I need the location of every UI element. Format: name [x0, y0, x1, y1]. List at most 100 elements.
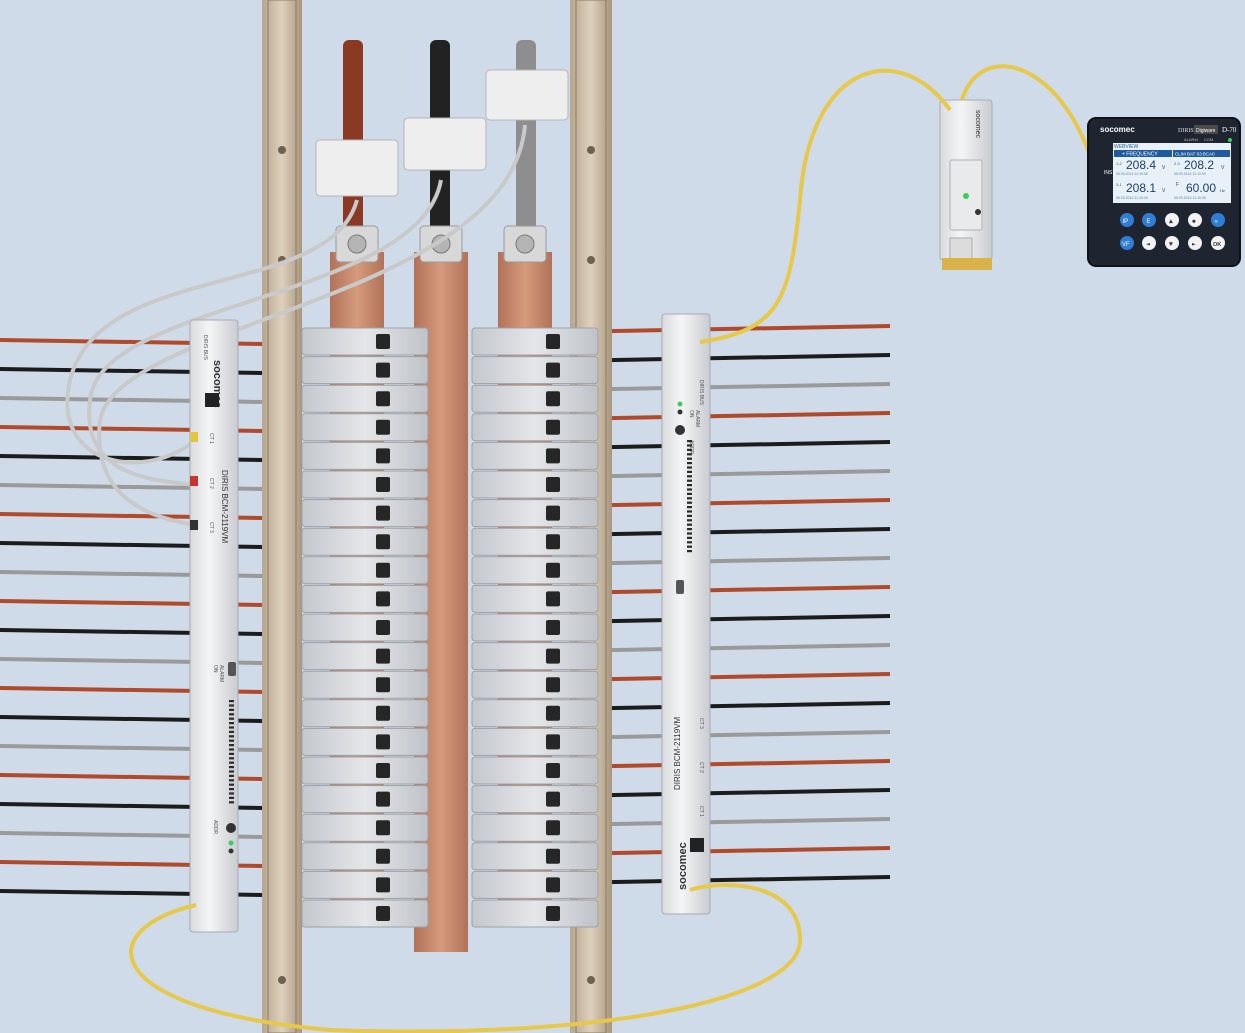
bcm-module-right-body: [661, 313, 711, 915]
led-segment: [229, 796, 234, 799]
breaker-toggle[interactable]: [546, 534, 560, 550]
led-segment: [229, 708, 234, 711]
breaker-toggle[interactable]: [546, 591, 560, 607]
breaker-toggle[interactable]: [376, 362, 390, 378]
circuit-breaker: [301, 441, 429, 470]
led-segment: [687, 541, 692, 544]
key-left[interactable]: [1142, 236, 1156, 250]
breaker-toggle[interactable]: [546, 477, 560, 492]
breaker-stacks: [301, 327, 599, 928]
breaker-toggle[interactable]: [546, 419, 560, 435]
led-segment: [687, 462, 692, 465]
breaker-toggle[interactable]: [546, 334, 560, 349]
breaker-toggle[interactable]: [376, 648, 390, 664]
circuit-breaker: [471, 727, 599, 756]
led-segment: [229, 779, 234, 782]
circuit-breaker: [471, 613, 599, 642]
breaker-toggle[interactable]: [546, 820, 560, 836]
support-rail-left: [262, 0, 302, 1033]
address-switch[interactable]: [226, 823, 236, 833]
circuit-breaker: [471, 499, 599, 528]
breaker-toggle[interactable]: [376, 877, 390, 893]
wire-right: [559, 875, 891, 885]
breaker-toggle[interactable]: [376, 763, 390, 778]
wire-right: [559, 817, 891, 827]
circuit-breaker: [471, 556, 599, 585]
led-segment: [687, 475, 692, 478]
key-e[interactable]: [1142, 213, 1156, 227]
circuit-breaker: [301, 413, 429, 442]
key-right[interactable]: [1188, 236, 1202, 250]
led-segment: [687, 484, 692, 487]
key-next[interactable]: [1211, 213, 1225, 227]
breaker-toggle[interactable]: [376, 906, 390, 921]
breaker-toggle[interactable]: [546, 648, 560, 664]
bcm-right-brand: socomec: [677, 842, 689, 890]
tab-clim-bat[interactable]: [1173, 150, 1230, 157]
ct-connector-3: [190, 520, 198, 530]
breaker-toggle[interactable]: [376, 477, 390, 492]
key-diamond[interactable]: [1188, 213, 1202, 227]
led-segment: [687, 545, 692, 548]
breaker-toggle[interactable]: [546, 877, 560, 893]
rail-hole: [587, 256, 595, 264]
breaker-toggle[interactable]: [546, 763, 560, 778]
breaker-toggle[interactable]: [546, 906, 560, 921]
key-ok[interactable]: [1211, 236, 1225, 250]
led-alarm: [228, 848, 234, 854]
circuit-breaker: [301, 527, 429, 556]
breaker-toggle[interactable]: [376, 620, 390, 635]
breaker-toggle[interactable]: [376, 562, 390, 578]
breaker-toggle[interactable]: [376, 419, 390, 435]
d70-webview: WEBVIEW: [1114, 144, 1138, 150]
key-ip[interactable]: [1120, 213, 1134, 227]
breaker-toggle[interactable]: [376, 791, 390, 807]
breaker-toggle[interactable]: [376, 848, 390, 864]
address-switch[interactable]: [675, 425, 685, 435]
circuit-breaker: [301, 642, 429, 671]
key-left-label: ◄: [1146, 242, 1150, 248]
breaker-toggle[interactable]: [376, 448, 390, 464]
key-vf[interactable]: [1120, 236, 1134, 250]
key-vf-label: VF: [1122, 242, 1130, 248]
wire-right: [559, 614, 891, 624]
support-rail-left-edge: [267, 0, 297, 1033]
breaker-toggle[interactable]: [546, 848, 560, 864]
breaker-toggle[interactable]: [376, 677, 390, 693]
tab-frequency[interactable]: [1114, 150, 1172, 157]
breaker-toggle[interactable]: [546, 734, 560, 750]
breaker-toggle[interactable]: [546, 791, 560, 807]
breaker-toggle[interactable]: [376, 334, 390, 349]
breaker-toggle[interactable]: [376, 734, 390, 750]
breaker-toggle[interactable]: [376, 705, 390, 721]
reading-3-phase: 3-1: [1116, 182, 1123, 187]
circuit-breaker: [301, 842, 429, 871]
breaker-toggle[interactable]: [546, 562, 560, 578]
usb-port[interactable]: [228, 662, 236, 676]
breaker-toggle[interactable]: [376, 591, 390, 607]
reading-2: 2-3 208.2 V 05.03.2014 11:10:00: [1174, 158, 1225, 176]
breaker-toggle[interactable]: [546, 677, 560, 693]
breaker-toggle[interactable]: [376, 391, 390, 407]
breaker-toggle[interactable]: [546, 705, 560, 721]
ct-sensor-leads: [65, 124, 527, 527]
breaker-toggle[interactable]: [546, 391, 560, 407]
reset-button[interactable]: [975, 209, 981, 215]
breaker-toggle[interactable]: [546, 505, 560, 521]
rail-hole: [587, 976, 595, 984]
breaker-toggle[interactable]: [376, 505, 390, 521]
key-down[interactable]: [1165, 236, 1179, 250]
led-segment: [687, 501, 692, 504]
breaker-toggle[interactable]: [376, 534, 390, 550]
usb-port[interactable]: [676, 580, 684, 594]
key-up[interactable]: [1165, 213, 1179, 227]
breaker-toggle[interactable]: [376, 820, 390, 836]
current-transformer-3: [485, 69, 569, 121]
breaker-toggle[interactable]: [546, 362, 560, 378]
reading-1-phase: 1-2: [1116, 161, 1123, 166]
breaker-toggle[interactable]: [546, 620, 560, 635]
led-segment: [687, 479, 692, 482]
wire-right: [559, 411, 891, 421]
d70-model-badge: Digiware: [1196, 128, 1216, 134]
breaker-toggle[interactable]: [546, 448, 560, 464]
